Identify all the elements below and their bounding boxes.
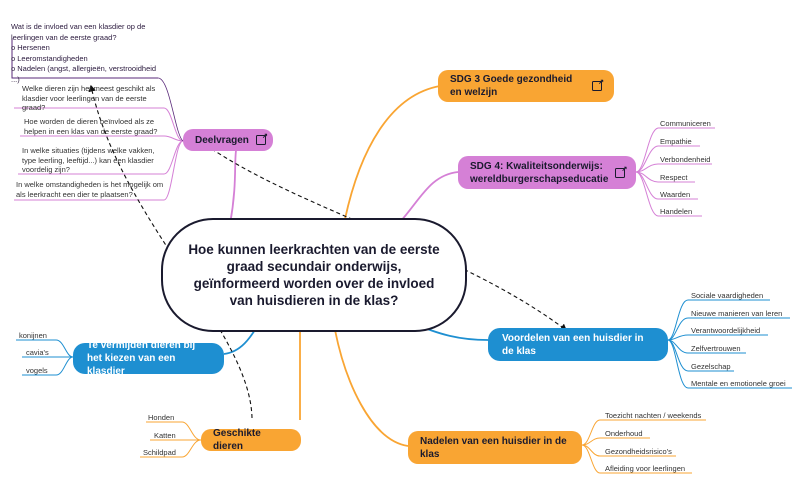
- geschikt-item[interactable]: Schildpad: [143, 448, 176, 457]
- topic-voordelen-label: Voordelen van een huisdier in de klas: [502, 332, 644, 357]
- topic-deelvragen[interactable]: Deelvragen ↗: [183, 129, 273, 151]
- deelvraag-item[interactable]: Welke dieren zijn het meest geschikt als…: [22, 84, 156, 112]
- vermijden-item[interactable]: cavia's: [26, 348, 49, 357]
- external-link-icon[interactable]: ↗: [255, 133, 268, 145]
- nadeel-item[interactable]: Onderhoud: [605, 429, 643, 438]
- note-line: Wat is de invloed van een klasdier op de: [11, 22, 146, 31]
- deelvraag-item[interactable]: Hoe worden de dieren beïnvloed als ze he…: [24, 117, 158, 136]
- geschikt-item[interactable]: Katten: [154, 431, 176, 440]
- sdg4-child[interactable]: Waarden: [660, 190, 691, 199]
- central-topic[interactable]: Hoe kunnen leerkrachten van de eerste gr…: [161, 218, 467, 332]
- vermijden-item[interactable]: konijnen: [19, 331, 47, 340]
- note-line: leerlingen van de eerste graad?: [11, 32, 117, 42]
- sdg4-child[interactable]: Communiceren: [660, 119, 711, 128]
- nadeel-item[interactable]: Toezicht nachten / weekends: [605, 411, 702, 420]
- topic-sdg4-label: SDG 4: Kwaliteitsonderwijs: wereldburger…: [470, 160, 609, 185]
- sdg4-child[interactable]: Verbondenheid: [660, 155, 711, 164]
- sdg4-child[interactable]: Respect: [660, 173, 688, 182]
- sdg4-child[interactable]: Empathie: [660, 137, 692, 146]
- sdg4-child[interactable]: Handelen: [660, 207, 693, 216]
- topic-nadelen-label: Nadelen van een huisdier in de klas: [420, 435, 567, 460]
- voordeel-item[interactable]: Verantwoordelijkheid: [691, 326, 761, 335]
- central-topic-label: Hoe kunnen leerkrachten van de eerste gr…: [188, 242, 440, 308]
- voordeel-item[interactable]: Nieuwe manieren van leren: [691, 309, 783, 318]
- nadeel-item[interactable]: Afleiding voor leerlingen: [605, 464, 686, 473]
- voordeel-item[interactable]: Gezelschap: [691, 362, 731, 371]
- note-line: ...): [11, 74, 20, 84]
- note-line: o Hersenen: [11, 43, 50, 52]
- topic-geschikte-dieren-label: Geschikte dieren: [213, 428, 261, 452]
- geschikt-item[interactable]: Honden: [148, 413, 175, 422]
- nadeel-item[interactable]: Gezondheidsrisico's: [605, 447, 672, 456]
- topic-nadelen[interactable]: Nadelen van een huisdier in de klas: [408, 431, 582, 464]
- note-line: o Leeromstandigheden: [11, 53, 88, 63]
- voordeel-item[interactable]: Zelfvertrouwen: [691, 344, 741, 353]
- topic-sdg4[interactable]: SDG 4: Kwaliteitsonderwijs: wereldburger…: [458, 156, 636, 189]
- voordeel-item[interactable]: Mentale en emotionele groei: [691, 379, 786, 388]
- topic-te-vermijden[interactable]: Te vermijden dieren bij het kiezen van e…: [73, 340, 224, 377]
- topic-sdg3-label: SDG 3 Goede gezondheid en welzijn: [450, 74, 573, 98]
- deelvraag-item[interactable]: In welke omstandigheden is het mogelijk …: [16, 180, 164, 199]
- external-link-icon[interactable]: ↗: [592, 79, 604, 91]
- vermijden-item[interactable]: vogels: [26, 366, 48, 375]
- topic-voordelen[interactable]: Voordelen van een huisdier in de klas: [488, 328, 668, 361]
- external-link-icon[interactable]: ↗: [615, 166, 627, 178]
- voordeel-item[interactable]: Sociale vaardigheden: [691, 291, 764, 300]
- topic-sdg3[interactable]: SDG 3 Goede gezondheid en welzijn ↗: [438, 70, 614, 102]
- topic-geschikte-dieren[interactable]: Geschikte dieren: [201, 428, 301, 452]
- topic-te-vermijden-label: Te vermijden dieren bij het kiezen van e…: [87, 340, 196, 377]
- topic-deelvragen-label: Deelvragen: [195, 134, 249, 146]
- deelvraag-item[interactable]: In welke situaties (tijdens welke vakken…: [22, 146, 155, 174]
- note-block: Wat is de invloed van een klasdier op de…: [11, 22, 156, 85]
- note-line: o Nadelen (angst, allergieën, verstrooid…: [11, 64, 157, 73]
